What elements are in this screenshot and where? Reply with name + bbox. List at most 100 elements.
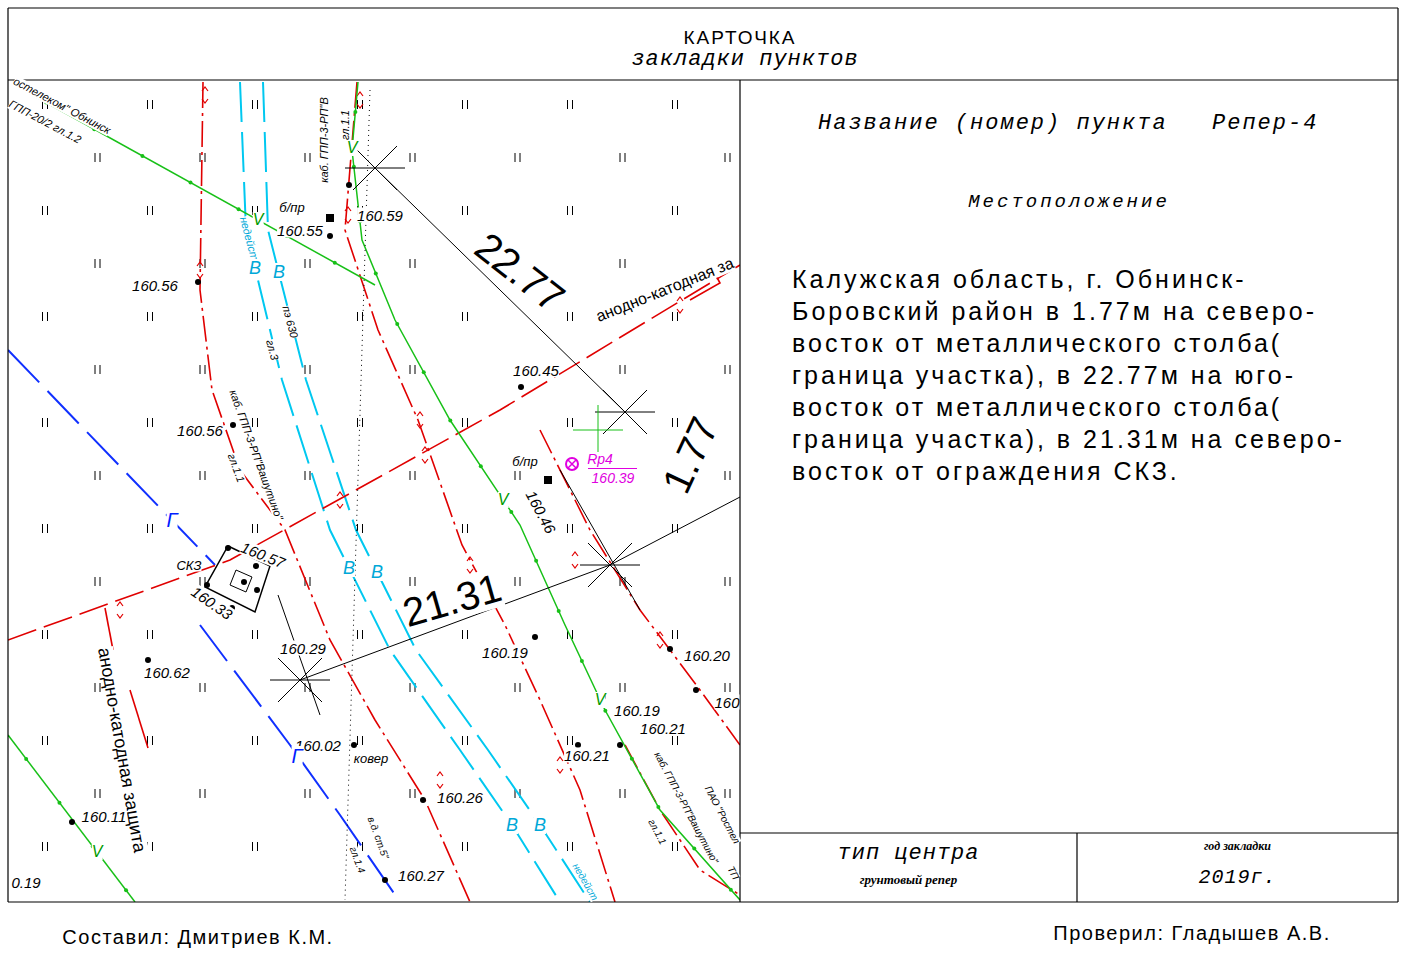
card-subtitle: закладки пунктов [631, 49, 858, 71]
frame-line [740, 832, 1398, 833]
grass-symbol [95, 259, 100, 268]
map-label: 160.59 [357, 208, 403, 223]
map-label: 160 [714, 695, 739, 710]
gas-line [8, 350, 215, 565]
point-name-heading: Название (номер) пункта [818, 111, 1168, 136]
grass-symbol [253, 100, 258, 109]
elevation-dot [225, 545, 231, 551]
grass-symbol [148, 100, 153, 109]
grass-symbol [410, 577, 415, 586]
grass-symbol [95, 683, 100, 692]
anode-line [105, 608, 113, 650]
map-label: недейст [570, 862, 599, 902]
card-cell: тип центрагрунтовый репер [740, 833, 1077, 902]
map-label: в.д. ст.5" [366, 816, 391, 861]
elevation-dot [420, 797, 426, 803]
map-label: гл.1.1 [226, 452, 247, 484]
grass-symbol [253, 630, 258, 639]
grass-symbol [463, 312, 468, 321]
map-label: 160.21 [564, 748, 610, 763]
grass-symbol [515, 577, 520, 586]
elevation-dot [254, 587, 260, 593]
grass-symbol [410, 471, 415, 480]
cross-mark [580, 543, 640, 587]
grass-symbol [253, 524, 258, 533]
dimension-line [375, 168, 625, 412]
map-label: V [253, 212, 264, 228]
location-heading: Местоположение [740, 192, 1398, 214]
line-dot [140, 154, 144, 158]
grass-symbol [725, 471, 730, 480]
location-text: Калужская область, г. Обнинск-Боровский … [792, 263, 1377, 487]
map-label: гл.3 [264, 339, 280, 362]
elevation-dot [617, 742, 623, 748]
grass-symbol [200, 365, 205, 374]
grass-symbol [305, 471, 310, 480]
cable-line [345, 82, 615, 902]
frame-line [8, 7, 1398, 8]
card-title: КАРТОЧКА [683, 28, 796, 47]
map-label: 160.33 [189, 584, 235, 623]
map-label: 160.56 [132, 278, 178, 293]
elevation-dot [351, 742, 357, 748]
map-label: Г [292, 746, 303, 766]
map-label: 160.45 [513, 363, 559, 378]
pipe-line [240, 82, 560, 902]
grass-symbol [568, 312, 573, 321]
card-cell: Название (номер) пунктаРепер-4Местополож… [740, 80, 1398, 833]
grass-symbol [410, 365, 415, 374]
elevation-dot [693, 687, 699, 693]
map-label: В [273, 263, 285, 281]
line-dot [656, 805, 660, 809]
map-label: 160.29 [280, 641, 326, 656]
signature-line: Проверил: Гладышев А.В. [1053, 923, 1330, 943]
grass-symbol [95, 365, 100, 374]
year-heading: год закладки [1077, 840, 1398, 854]
vegetation-marks [43, 100, 731, 851]
cross-mark [573, 405, 623, 455]
line-dot [237, 207, 241, 211]
elevation-dot [667, 646, 673, 652]
map-label: пэ 630 [280, 305, 299, 340]
line-dot [24, 757, 28, 761]
elevation-dot [253, 563, 259, 569]
grass-symbol [200, 789, 205, 798]
grass-symbol [515, 471, 520, 480]
line-dot [557, 609, 561, 613]
gas-line [200, 625, 400, 902]
grass-symbol [725, 153, 730, 162]
frame-line [1397, 8, 1398, 902]
grass-symbol [463, 100, 468, 109]
anode-line [8, 265, 740, 640]
grass-symbol [620, 365, 625, 374]
map-label: В [371, 563, 383, 581]
map-label: В [343, 559, 355, 577]
grass-symbol [673, 206, 678, 215]
elevation-dot [241, 579, 247, 585]
dimension-label: 22.77 [468, 225, 572, 318]
fence-outline [230, 570, 252, 592]
grass-symbol [148, 524, 153, 533]
grass-symbol [463, 418, 468, 427]
line-dot [189, 181, 193, 185]
map-label: 0.19 [11, 875, 40, 890]
line-dot [729, 888, 733, 892]
map-label: ТП [725, 865, 740, 881]
grass-symbol [620, 789, 625, 798]
map-label: 160.46 [524, 488, 559, 536]
benchmark-symbol [566, 458, 578, 470]
arrow-tick [467, 557, 473, 573]
arrow-tick [422, 447, 428, 463]
grass-symbol [725, 789, 730, 798]
cable-line [540, 430, 740, 745]
grass-symbol [95, 789, 100, 798]
grass-symbol [148, 418, 153, 427]
center-type-heading: тип центра [740, 841, 1077, 866]
line-dot [395, 322, 399, 326]
arrow-tick [357, 92, 363, 108]
grass-symbol [463, 206, 468, 215]
anode-line [130, 690, 148, 748]
grass-symbol [568, 418, 573, 427]
map-label: Г [167, 510, 178, 530]
arrow-tick [437, 772, 443, 788]
